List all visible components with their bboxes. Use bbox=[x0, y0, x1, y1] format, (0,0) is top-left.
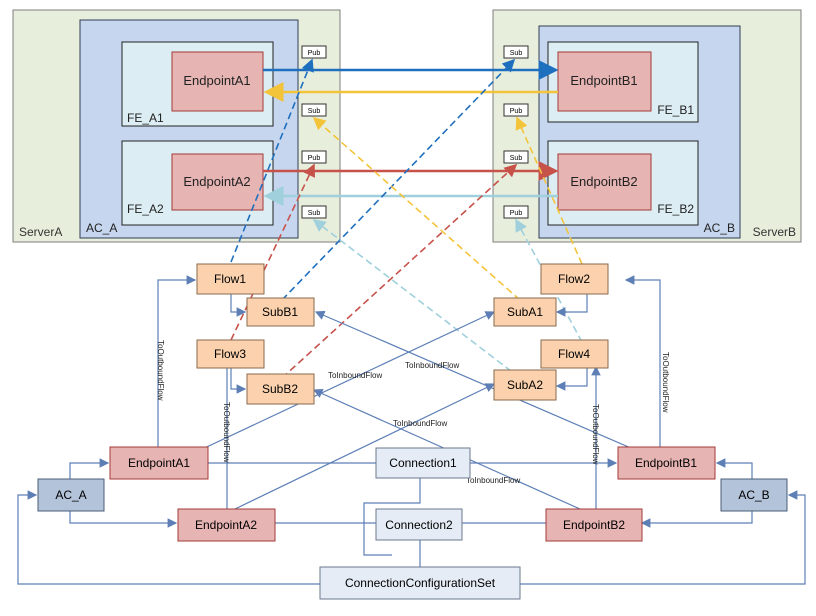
edge-label-outbound-b1: ToOutboundFlow bbox=[661, 352, 670, 413]
dash-subb2-sub bbox=[281, 163, 518, 379]
sub-tag-b2-label: Sub bbox=[510, 155, 523, 162]
conn-acb-epb1 bbox=[715, 458, 753, 479]
endpoint-a2-label: EndpointA2 bbox=[183, 174, 250, 189]
pub-tag-a1 bbox=[301, 45, 327, 59]
suba2-node[interactable] bbox=[493, 369, 557, 401]
conn-epa1-flow1 bbox=[157, 275, 197, 447]
suba1-label: SubA1 bbox=[507, 305, 543, 319]
conn-acb-epb2 bbox=[640, 511, 753, 528]
config-set-node[interactable] bbox=[319, 566, 521, 600]
edge-label-inbound-4: ToInboundFlow bbox=[466, 476, 520, 485]
flow3-label: Flow3 bbox=[214, 347, 246, 361]
conn-epb1-subb1 bbox=[314, 310, 641, 453]
flow1-node[interactable] bbox=[196, 263, 265, 295]
connection1-label: Connection1 bbox=[389, 456, 457, 470]
server-a-label: ServerA bbox=[19, 225, 62, 239]
endpoint-b2-box[interactable] bbox=[557, 153, 652, 211]
suba1-node[interactable] bbox=[493, 297, 557, 327]
flow2-node[interactable] bbox=[540, 263, 609, 295]
connector-group bbox=[17, 275, 806, 585]
sub-tag-b1-label: Sub bbox=[510, 50, 523, 57]
subb2-label: SubB2 bbox=[262, 382, 298, 396]
pub-tag-b1-label: Pub bbox=[510, 108, 523, 115]
flow1-label: Flow1 bbox=[214, 272, 246, 286]
suba2-label: SubA2 bbox=[507, 378, 543, 392]
conn-c1-c2 bbox=[363, 478, 421, 556]
endpoint-a2-node[interactable] bbox=[177, 508, 276, 542]
endpoint-a1-box[interactable] bbox=[171, 51, 264, 112]
sub-tag-a2-label: Sub bbox=[308, 210, 321, 217]
dash-flow2-pub bbox=[515, 116, 583, 265]
edge-label-inbound-1: ToInboundFlow bbox=[328, 371, 382, 380]
server-b-label: ServerB bbox=[753, 225, 796, 239]
endpoint-b2-node[interactable] bbox=[545, 508, 643, 542]
endpoint-b2-label: EndpointB2 bbox=[570, 174, 637, 189]
connection2-label: Connection2 bbox=[385, 518, 453, 532]
connection1-node[interactable] bbox=[375, 447, 471, 479]
pub-tag-b2 bbox=[503, 205, 529, 219]
sub-tag-b2 bbox=[503, 150, 529, 164]
conn-flow1-subb1 bbox=[230, 294, 247, 317]
sub-tag-a1 bbox=[301, 103, 327, 117]
conn-flow2-suba1 bbox=[555, 294, 588, 317]
sub-tag-a1-label: Sub bbox=[308, 108, 321, 115]
endpoint-b1-box[interactable] bbox=[557, 51, 652, 112]
sub-tag-a2 bbox=[301, 205, 327, 219]
flow4-label: Flow4 bbox=[558, 347, 590, 361]
pub-tag-a1-label: Pub bbox=[308, 50, 321, 57]
endpoint-b2-node-label: EndpointB2 bbox=[563, 518, 625, 532]
endpoint-b1-label: EndpointB1 bbox=[570, 73, 637, 88]
connection2-node[interactable] bbox=[375, 508, 463, 541]
dash-subb1-sub bbox=[281, 58, 516, 301]
edge-label-outbound-b2: ToOutboundFlow bbox=[591, 404, 600, 465]
edge-label-outbound-a2: ToOutboundFlow bbox=[222, 402, 231, 463]
endpoint-a2-box[interactable] bbox=[171, 153, 264, 211]
edge-label-outbound-a1: ToOutboundFlow bbox=[156, 340, 165, 401]
conn-epa1-suba1 bbox=[195, 311, 496, 453]
ac-b-box-label: AC_B bbox=[704, 221, 735, 235]
endpoint-b1-node-label: EndpointB1 bbox=[635, 456, 697, 470]
fe-a2-label: FE_A2 bbox=[127, 202, 164, 216]
pub-tag-a2 bbox=[301, 150, 327, 164]
edge-label-inbound-2: ToInboundFlow bbox=[405, 361, 459, 370]
sub-tag-b1 bbox=[503, 45, 529, 59]
ac-b-node[interactable] bbox=[720, 478, 788, 512]
conn-aca-epa1 bbox=[69, 458, 110, 479]
subb2-node[interactable] bbox=[246, 373, 315, 405]
dash-flow1-pub bbox=[230, 58, 314, 263]
subb1-label: SubB1 bbox=[262, 305, 298, 319]
dash-suba1-sub bbox=[312, 116, 521, 301]
ac-a-node[interactable] bbox=[37, 478, 105, 512]
conn-epa2-suba2 bbox=[234, 383, 496, 510]
fe-a1-label: FE_A1 bbox=[127, 111, 164, 125]
conn-flow4-suba2 bbox=[555, 368, 588, 391]
conn-epb1-flow2 bbox=[624, 275, 661, 447]
conn-flow3-subb2 bbox=[230, 368, 247, 394]
ac-a-box-label: AC_A bbox=[86, 221, 117, 235]
conn-aca-epa2 bbox=[69, 511, 178, 528]
config-set-label: ConnectionConfigurationSet bbox=[345, 576, 496, 590]
fe-b1-label: FE_B1 bbox=[657, 103, 694, 117]
flow2-label: Flow2 bbox=[558, 272, 590, 286]
pub-tag-b1 bbox=[503, 103, 529, 117]
edge-label-inbound-3: ToInboundFlow bbox=[393, 419, 447, 428]
endpoint-a2-node-label: EndpointA2 bbox=[195, 518, 257, 532]
pub-tag-b2-label: Pub bbox=[510, 210, 523, 217]
pub-tag-a2-label: Pub bbox=[308, 155, 321, 162]
ac-a-node-label: AC_A bbox=[55, 488, 86, 502]
ac-b-node-label: AC_B bbox=[738, 488, 769, 502]
endpoint-a1-node[interactable] bbox=[109, 446, 209, 480]
conn-cfg-aca bbox=[17, 490, 320, 585]
endpoint-a1-node-label: EndpointA1 bbox=[128, 456, 190, 470]
subb1-node[interactable] bbox=[246, 297, 315, 327]
flow3-node[interactable] bbox=[196, 339, 265, 369]
conn-cfg-acb bbox=[520, 490, 806, 585]
dash-suba2-sub bbox=[312, 219, 521, 379]
flow4-node[interactable] bbox=[540, 339, 609, 369]
fe-b2-label: FE_B2 bbox=[657, 202, 694, 216]
endpoint-a1-label: EndpointA1 bbox=[183, 73, 250, 88]
endpoint-b1-node[interactable] bbox=[617, 446, 716, 480]
